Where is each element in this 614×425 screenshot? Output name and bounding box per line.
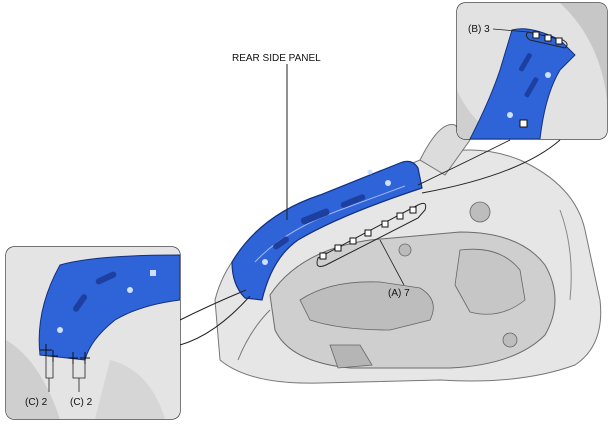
detail-inset-c [5,246,181,420]
callout-connectors [179,64,561,346]
label-fastener-b: (B) 3 [468,24,490,35]
fastener-group-a [316,202,427,286]
label-fastener-a: (A) 7 [388,288,410,299]
label-rear-side-panel: REAR SIDE PANEL [232,53,321,64]
label-fastener-c-right: (C) 2 [70,397,93,408]
detail-inset-b [456,2,608,140]
label-fastener-c-left: (C) 2 [25,397,48,408]
